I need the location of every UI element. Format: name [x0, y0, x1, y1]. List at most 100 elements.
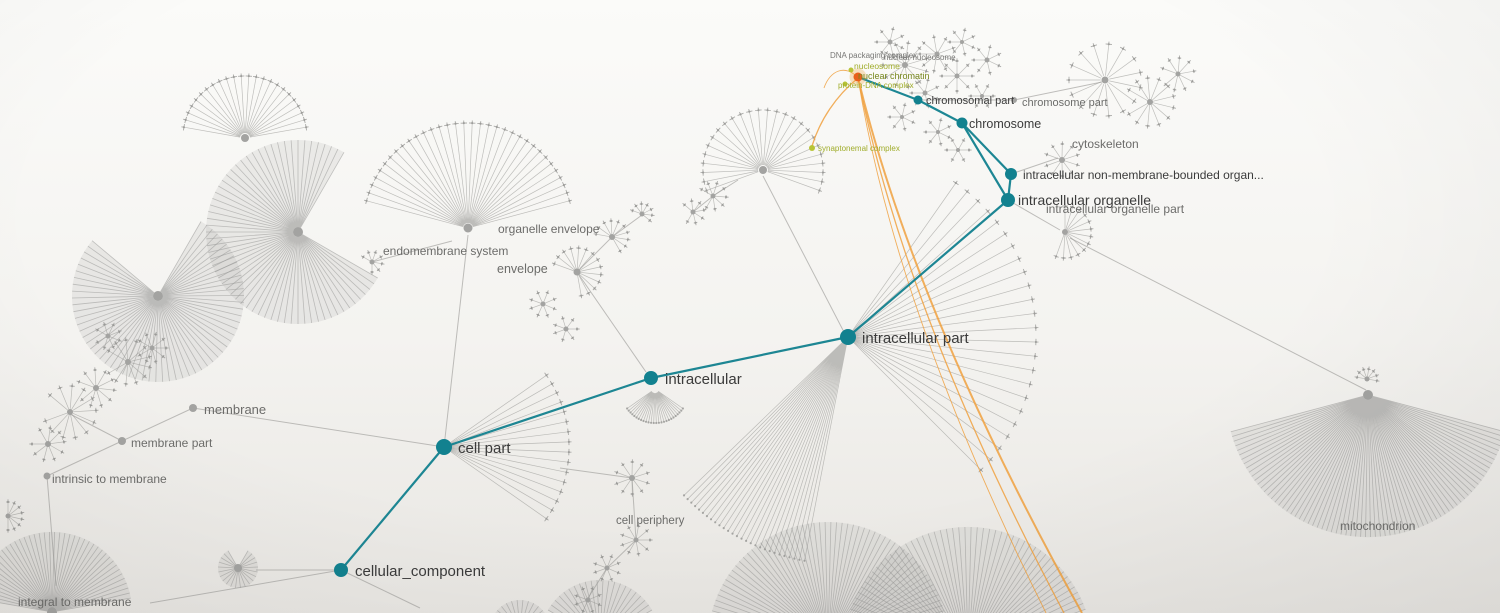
go-term-cluster[interactable] — [1044, 141, 1080, 179]
go-term-cluster[interactable] — [593, 218, 631, 254]
go-term-cluster[interactable] — [699, 180, 729, 212]
cluster-center-node[interactable] — [149, 345, 155, 351]
go-term-cluster[interactable] — [939, 58, 975, 94]
go-term-cluster[interactable] — [137, 331, 169, 365]
go-term-cluster[interactable] — [529, 290, 557, 318]
cluster-center-node[interactable] — [629, 475, 635, 481]
cluster-center-node[interactable] — [1364, 376, 1370, 382]
go-term-cluster[interactable] — [682, 340, 848, 562]
go-term-cluster[interactable] — [917, 34, 956, 74]
graph-node-chromosomal_part[interactable] — [913, 95, 923, 105]
go-term-cluster[interactable] — [29, 425, 67, 463]
cluster-center-node[interactable] — [1101, 76, 1109, 84]
go-term-cluster[interactable] — [682, 198, 707, 226]
go-term-cluster[interactable] — [553, 315, 580, 343]
go-term-cluster[interactable] — [360, 250, 385, 275]
graph-node-cellular_component[interactable] — [334, 563, 348, 577]
cluster-center-node[interactable] — [639, 211, 645, 217]
go-term-cluster[interactable] — [42, 383, 99, 441]
go-term-cluster[interactable] — [874, 26, 905, 58]
cluster-center-node[interactable] — [369, 259, 375, 265]
cluster-center-node[interactable] — [954, 73, 960, 79]
cluster-center-node[interactable] — [934, 51, 940, 57]
go-term-cluster[interactable] — [106, 337, 153, 387]
go-term-cluster[interactable] — [700, 107, 826, 194]
cluster-center-node[interactable] — [956, 148, 960, 152]
go-term-cluster[interactable] — [1160, 55, 1197, 93]
term-node-gray[interactable] — [43, 472, 51, 480]
cluster-center-node[interactable] — [293, 227, 303, 237]
graph-node-intracellular[interactable] — [644, 371, 658, 385]
cluster-center-node[interactable] — [759, 166, 767, 174]
go-term-cluster[interactable] — [1126, 75, 1177, 129]
cluster-center-node[interactable] — [887, 39, 893, 45]
cluster-center-node[interactable] — [609, 234, 615, 240]
go-term-cluster[interactable] — [5, 499, 25, 533]
cluster-center-node[interactable] — [1059, 157, 1065, 163]
cluster-center-node[interactable] — [936, 130, 940, 134]
go-term-cluster[interactable] — [944, 137, 972, 163]
related-term-node[interactable] — [809, 145, 815, 151]
cluster-center-node[interactable] — [67, 409, 73, 415]
go-term-cluster[interactable] — [923, 117, 952, 147]
cluster-center-node[interactable] — [234, 564, 242, 572]
cluster-center-node[interactable] — [45, 441, 51, 447]
graph-node-chromosome[interactable] — [956, 117, 968, 129]
related-term-node[interactable] — [842, 81, 848, 87]
term-node-gray[interactable] — [118, 437, 126, 445]
go-term-cluster[interactable] — [593, 554, 621, 582]
go-term-cluster[interactable] — [626, 391, 685, 425]
cluster-center-node[interactable] — [125, 359, 131, 365]
go-term-cluster[interactable] — [850, 526, 1086, 613]
cluster-center-node[interactable] — [633, 537, 639, 543]
go-term-cluster[interactable] — [0, 531, 131, 613]
graph-node-intracellular_nmb_organelle[interactable] — [1005, 168, 1017, 180]
graph-node-intracellular_organelle[interactable] — [1001, 193, 1015, 207]
cluster-center-node[interactable] — [1062, 229, 1068, 235]
cluster-center-node[interactable] — [980, 94, 984, 98]
go-term-cluster[interactable] — [447, 372, 572, 522]
go-term-cluster[interactable] — [574, 586, 602, 613]
cluster-center-node[interactable] — [573, 268, 581, 276]
go-term-cluster[interactable] — [76, 367, 117, 408]
go-term-cluster[interactable] — [494, 599, 546, 613]
cluster-center-node[interactable] — [5, 513, 11, 519]
graph-node-intracellular_part[interactable] — [840, 329, 856, 345]
cluster-center-node[interactable] — [153, 291, 163, 301]
go-term-cluster[interactable] — [620, 523, 653, 557]
cluster-center-node[interactable] — [902, 62, 908, 68]
go-term-cluster[interactable] — [551, 245, 604, 299]
go-term-cluster[interactable] — [181, 73, 309, 143]
related-term-node[interactable] — [848, 67, 854, 73]
go-term-cluster[interactable] — [947, 27, 976, 57]
go-term-cluster[interactable] — [850, 180, 1039, 473]
term-node-gray[interactable] — [1011, 97, 1017, 103]
cluster-center-node[interactable] — [47, 607, 57, 613]
go-term-cluster[interactable] — [1066, 41, 1143, 119]
go-term-cluster[interactable] — [1354, 366, 1380, 383]
cluster-center-node[interactable] — [105, 333, 111, 339]
cluster-center-node[interactable] — [1175, 71, 1181, 77]
cluster-center-node[interactable] — [922, 90, 928, 96]
cluster-center-node[interactable] — [585, 597, 591, 603]
cluster-center-node[interactable] — [1147, 99, 1153, 105]
go-term-cluster[interactable] — [1230, 390, 1500, 538]
cluster-center-node[interactable] — [1363, 390, 1373, 400]
go-term-cluster[interactable] — [968, 83, 996, 109]
cluster-center-node[interactable] — [900, 115, 904, 119]
graph-node-cell_part[interactable] — [436, 439, 452, 455]
cluster-center-node[interactable] — [241, 134, 249, 142]
go-term-cluster[interactable] — [614, 459, 650, 497]
cluster-center-node[interactable] — [463, 223, 473, 233]
cluster-center-node[interactable] — [984, 57, 990, 63]
go-term-cluster[interactable] — [95, 321, 122, 351]
go-term-cluster[interactable] — [363, 120, 573, 233]
cluster-center-node[interactable] — [563, 326, 569, 332]
go-term-cluster[interactable] — [71, 221, 245, 383]
cluster-center-node[interactable] — [540, 301, 546, 307]
go-term-cluster[interactable] — [1053, 203, 1094, 261]
cluster-center-node[interactable] — [710, 193, 716, 199]
go-term-cluster[interactable] — [217, 550, 259, 589]
